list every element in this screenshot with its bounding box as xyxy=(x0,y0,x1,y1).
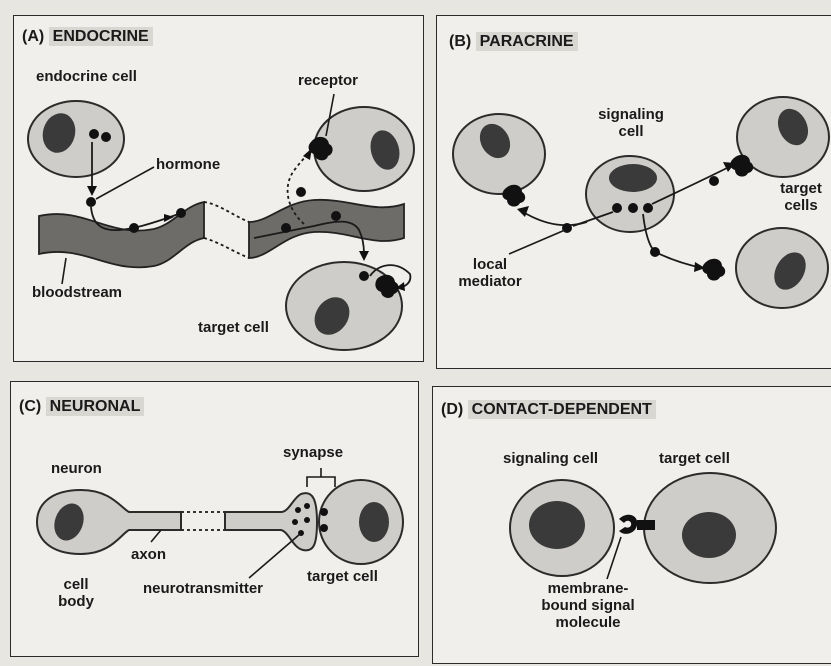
hormone-molecule xyxy=(176,208,186,218)
membrane-bound-signal-label: membrane- bound signal molecule xyxy=(533,580,643,631)
bloodstream-gap-dash-bottom xyxy=(204,238,249,258)
panel-a-title: ENDOCRINE xyxy=(49,27,153,46)
bloodstream-leader-line xyxy=(62,258,66,284)
axon-terminal xyxy=(225,493,317,550)
membrane-bound-signal-label-line-3: molecule xyxy=(533,614,643,631)
receptor-shape xyxy=(702,259,725,281)
panel-d-title: CONTACT-DEPENDENT xyxy=(468,400,656,419)
endocrine-cell-label: endocrine cell xyxy=(36,68,137,85)
membrane-bound-signal-label-line-2: bound signal xyxy=(533,597,643,614)
arrowhead xyxy=(359,251,369,261)
target-cells-label-line-2: cells xyxy=(771,197,831,214)
signaling-cell-label-line-2: cell xyxy=(591,123,671,140)
panel-a-heading: (A) ENDOCRINE xyxy=(22,28,153,46)
hormone-molecule xyxy=(281,223,291,233)
neurotransmitter-molecule xyxy=(320,508,328,516)
contact-target-cell-nucleus xyxy=(682,512,736,558)
neuronal-target-cell-label: target cell xyxy=(307,568,378,585)
signaling-cell-label-line-1: signaling xyxy=(591,106,671,123)
synapse-bracket xyxy=(307,468,335,487)
neurotransmitter-vesicle xyxy=(292,519,298,525)
panel-d-heading: (D) CONTACT-DEPENDENT xyxy=(441,401,656,419)
local-mediator-label-line-2: mediator xyxy=(449,273,531,290)
local-mediator-molecule xyxy=(612,203,622,213)
neurotransmitter-vesicle xyxy=(295,507,301,513)
neurotransmitter-leader-line xyxy=(249,534,300,578)
panel-b-heading: (B) PARACRINE xyxy=(449,33,578,51)
hormone-molecule xyxy=(86,197,96,207)
hormone-molecule xyxy=(129,223,139,233)
contact-receptor xyxy=(637,520,655,530)
hormone-molecule xyxy=(296,187,306,197)
panel-contact-dependent: (D) CONTACT-DEPENDENT signaling cell tar… xyxy=(432,386,831,664)
local-mediator-molecule xyxy=(628,203,638,213)
neuronal-illustration xyxy=(11,382,420,658)
local-mediator-molecule xyxy=(650,247,660,257)
hormone-molecule xyxy=(89,129,99,139)
panel-neuronal: (C) NEURONAL neuron synapse axon cell bo… xyxy=(10,381,419,657)
synapse-label: synapse xyxy=(283,444,343,461)
axon-label: axon xyxy=(131,546,166,563)
local-mediator-molecule xyxy=(643,203,653,213)
panel-c-letter: (C) xyxy=(19,398,41,415)
panel-a-letter: (A) xyxy=(22,28,44,45)
signaling-cell-nucleus xyxy=(609,164,657,192)
arrowhead xyxy=(87,186,97,196)
neuronal-target-cell-nucleus xyxy=(359,502,389,542)
neurotransmitter-molecule xyxy=(320,524,328,532)
panel-b-title: PARACRINE xyxy=(476,32,578,51)
panel-c-heading: (C) NEURONAL xyxy=(19,398,144,416)
hormone-label: hormone xyxy=(156,156,220,173)
local-mediator-leader-line xyxy=(509,230,565,254)
target-cells-label-line-1: target xyxy=(771,180,831,197)
cell-body-label-line-1: cell xyxy=(51,576,101,593)
bloodstream-label: bloodstream xyxy=(32,284,122,301)
bloodstream-gap-dash-top xyxy=(204,202,249,222)
contact-signaling-cell-label: signaling cell xyxy=(503,450,598,467)
neurotransmitter-vesicle xyxy=(304,517,310,523)
receptor-label: receptor xyxy=(298,72,358,89)
cell-body-label: cell body xyxy=(51,576,101,610)
target-cell-label: target cell xyxy=(198,319,269,336)
mediator-to-left-arrow xyxy=(523,212,587,225)
bloodstream-band-right xyxy=(249,200,404,258)
neurotransmitter-label: neurotransmitter xyxy=(143,580,263,597)
panel-paracrine: (B) PARACRINE signaling cell target cell… xyxy=(436,15,831,369)
local-mediator-label-line-1: local xyxy=(449,256,531,273)
neuron-label: neuron xyxy=(51,460,102,477)
neurotransmitter-vesicle xyxy=(304,503,310,509)
signaling-cell-label: signaling cell xyxy=(591,106,671,140)
hormone-molecule xyxy=(101,132,111,142)
local-mediator-molecule xyxy=(709,176,719,186)
hormone-molecule xyxy=(359,271,369,281)
contact-target-cell-label: target cell xyxy=(659,450,730,467)
panel-endocrine: (A) ENDOCRINE endocrine cell receptor ho… xyxy=(13,15,424,362)
panel-c-title: NEURONAL xyxy=(46,397,145,416)
membrane-bound-signal-label-line-1: membrane- xyxy=(533,580,643,597)
target-cells-label: target cells xyxy=(771,180,831,214)
panel-b-letter: (B) xyxy=(449,33,471,50)
contact-signaling-cell-nucleus xyxy=(529,501,585,549)
local-mediator-label: local mediator xyxy=(449,256,531,290)
hormone-molecule xyxy=(331,211,341,221)
hormone-leader-line xyxy=(96,167,154,199)
panel-d-letter: (D) xyxy=(441,401,463,418)
cell-body-label-line-2: body xyxy=(51,593,101,610)
axon-leader-line xyxy=(151,530,161,542)
membrane-bound-signal-molecule xyxy=(619,515,637,534)
